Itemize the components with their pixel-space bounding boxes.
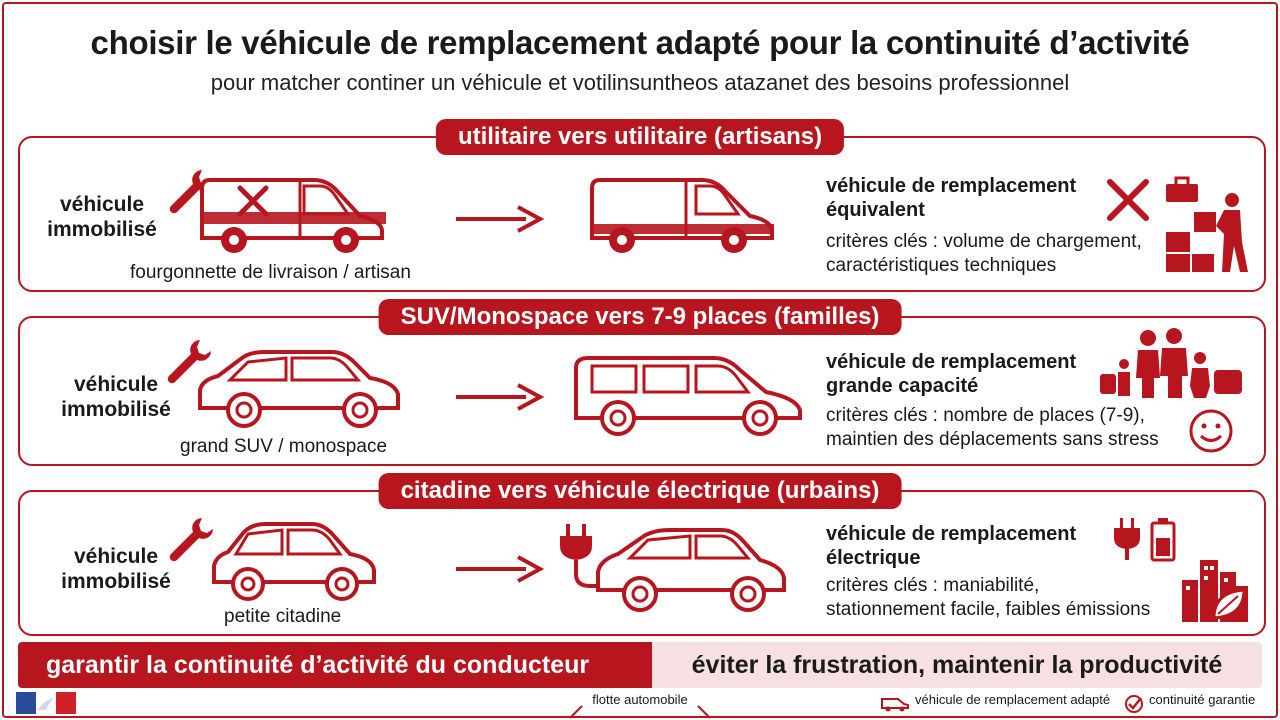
replacement-title: véhicule de remplacement grande capacité — [826, 350, 1076, 398]
criteria-text: critères clés : maniabilité, stationneme… — [826, 574, 1150, 622]
page-title: choisir le véhicule de remplacement adap… — [90, 24, 1190, 61]
bottom-banner-left: garantir la continuité d’activité du con… — [18, 642, 652, 688]
suv-icon — [198, 350, 400, 428]
van-icon — [590, 178, 774, 253]
logo-republic-icon — [16, 692, 76, 714]
immob-line2: immobilisé — [61, 570, 171, 593]
criteria-line1: critères clés : nombre de places (7-9), — [826, 405, 1145, 426]
criteria-text: critères clés : nombre de places (7-9), … — [826, 404, 1159, 452]
check-circle-icon — [1125, 695, 1143, 713]
artisan-van-icon — [200, 178, 386, 253]
family-icon — [1100, 328, 1242, 398]
smiley-icon — [1189, 409, 1233, 453]
criteria-line2: maintien des déplacements sans stress — [826, 429, 1159, 450]
vehicle-label: grand SUV / monospace — [180, 436, 388, 457]
immobilized-label: véhicule immobilisé — [46, 544, 186, 594]
electric-car-icon — [596, 528, 786, 612]
immob-line1: véhicule — [59, 193, 145, 216]
criteria-text: critères clés : volume de chargement, ca… — [826, 230, 1142, 278]
footer-divider-icon — [569, 705, 711, 719]
criteria-line2: caractéristiques techniques — [826, 255, 1057, 276]
toolbox-icon — [1166, 176, 1198, 202]
replacement-line1: véhicule de remplacement — [826, 523, 1077, 545]
footer-fleet-label: flotte automobile — [592, 692, 688, 707]
plug-icon — [560, 524, 596, 588]
replacement-line1: véhicule de remplacement — [826, 175, 1077, 197]
replacement-line2: équivalent — [826, 199, 925, 221]
vehicle-label: petite citadine — [224, 606, 342, 627]
replacement-title: véhicule de remplacement électrique — [826, 522, 1076, 570]
immobilized-label: véhicule immobilisé — [46, 372, 186, 422]
section-pill-utilitaire: utilitaire vers utilitaire (artisans) — [435, 119, 845, 155]
legend-continuity-label: continuité garantie — [1149, 692, 1256, 707]
immob-line1: véhicule — [73, 545, 159, 568]
minivan-icon — [574, 356, 802, 436]
immob-line1: véhicule — [73, 373, 159, 396]
arrow-icon — [454, 554, 544, 584]
bottom-banner-right: éviter la frustration, maintenir la prod… — [652, 642, 1262, 688]
legend-replacement-label: véhicule de remplacement adapté — [915, 692, 1111, 707]
criteria-line2: stationnement facile, faibles émissions — [826, 599, 1151, 620]
section-pill-citadine: citadine vers véhicule électrique (urbai… — [378, 473, 902, 509]
replacement-title: véhicule de remplacement équivalent — [826, 174, 1076, 222]
immob-line2: immobilisé — [61, 398, 171, 421]
criteria-line1: critères clés : volume de chargement, — [826, 231, 1142, 252]
van-legend-icon — [881, 698, 909, 712]
eco-city-icon — [1182, 560, 1248, 622]
battery-icon — [1150, 518, 1176, 562]
boxes-worker-icon — [1166, 193, 1248, 272]
replacement-line2: électrique — [826, 547, 921, 569]
arrow-icon — [454, 204, 544, 234]
vehicle-label: fourgonnette de livraison / artisan — [130, 262, 411, 283]
immobilized-label: véhicule immobilisé — [32, 192, 172, 242]
arrow-icon — [454, 382, 544, 412]
section-pill-suv: SUV/Monospace vers 7-9 places (familles) — [378, 299, 902, 335]
immob-line2: immobilisé — [47, 218, 157, 241]
plug-small-icon — [1114, 518, 1140, 560]
replacement-line2: grande capacité — [826, 375, 979, 397]
page-subtitle: pour matcher continer un véhicule et vot… — [210, 70, 1070, 95]
tools-icon — [1107, 179, 1149, 221]
replacement-line1: véhicule de remplacement — [826, 351, 1077, 373]
criteria-line1: critères clés : maniabilité, — [826, 575, 1040, 596]
city-car-icon — [212, 522, 376, 601]
